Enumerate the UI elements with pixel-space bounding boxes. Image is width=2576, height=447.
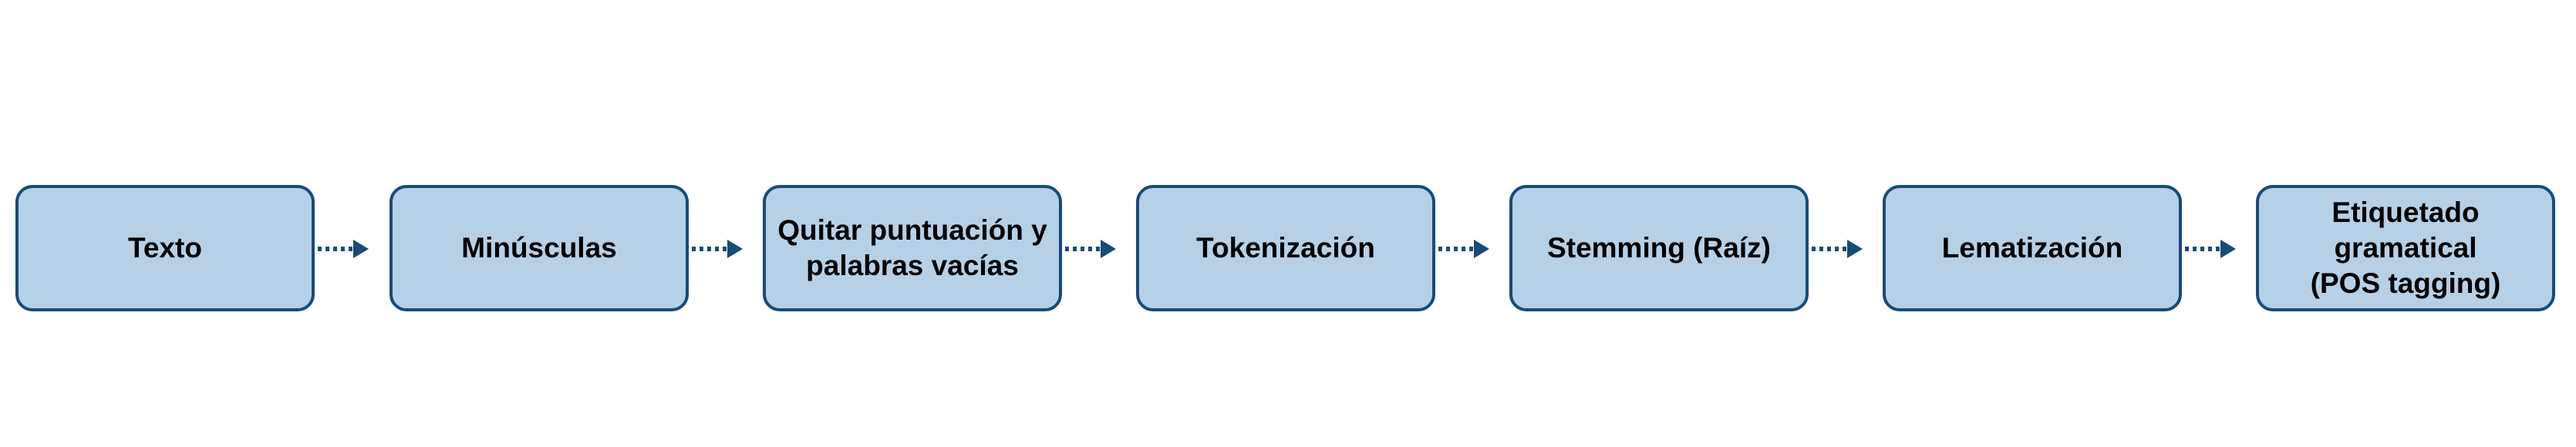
dotted-arrow-right-icon (1812, 240, 1863, 258)
dotted-arrow-right-icon (1065, 240, 1116, 258)
dotted-arrow-right-icon (692, 240, 743, 258)
step-lematizacion: Lematización (1883, 185, 2182, 311)
step-etiquetado-gramatical: Etiquetado gramatical (POS tagging) (2256, 185, 2555, 311)
dotted-arrow-right-icon (2185, 240, 2236, 258)
dotted-arrow-right-icon (1438, 240, 1489, 258)
step-tokenizacion: Tokenización (1136, 185, 1435, 311)
dotted-arrow-right-icon (318, 240, 369, 258)
step-stemming: Stemming (Raíz) (1509, 185, 1809, 311)
step-quitar-puntuacion: Quitar puntuación y palabras vacías (763, 185, 1062, 311)
step-minusculas: Minúsculas (389, 185, 689, 311)
step-texto: Texto (15, 185, 315, 311)
